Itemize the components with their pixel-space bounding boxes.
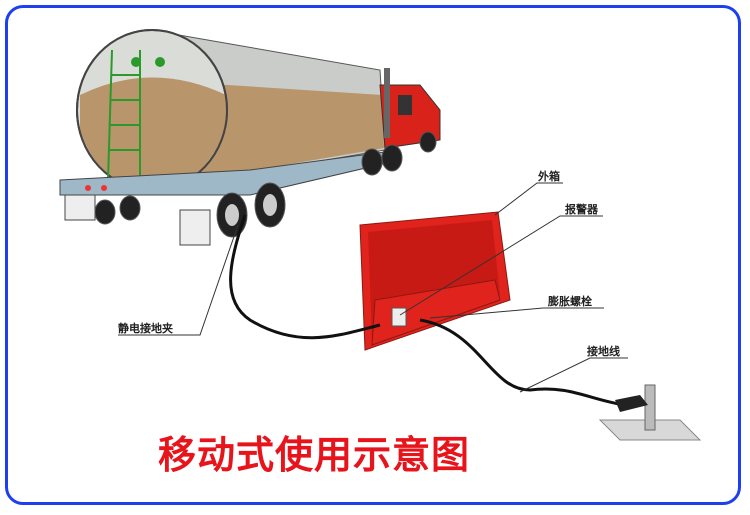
- tanker-truck: [59, 29, 441, 246]
- ground-stake: [598, 384, 702, 441]
- label-ground-wire: 接地线: [587, 345, 620, 358]
- label-alarm: 报警器: [565, 203, 598, 216]
- label-static-clamp: 静电接地夹: [118, 322, 173, 335]
- diagram-frame: [5, 5, 741, 505]
- label-outer-box: 外箱: [538, 170, 560, 183]
- outer-box-graphic: [359, 211, 511, 351]
- diagram-title: 移动式使用示意图: [158, 433, 471, 477]
- leader-lines: [118, 182, 628, 393]
- ground-cables: [229, 214, 626, 407]
- alarm-graphic: [391, 307, 407, 327]
- label-expansion-bolt: 膨胀螺栓: [548, 295, 592, 308]
